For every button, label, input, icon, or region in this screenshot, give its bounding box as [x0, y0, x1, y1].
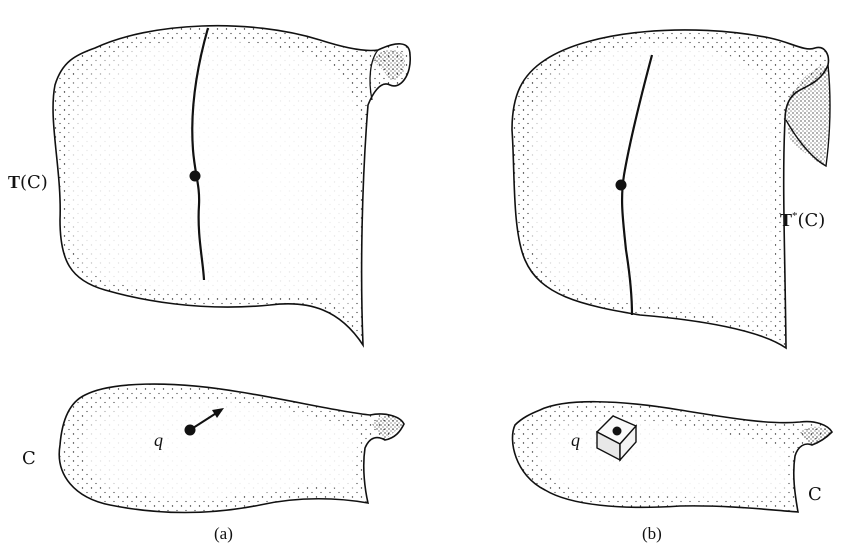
point-q-right: [613, 427, 622, 436]
tangent-bundle-sheet: [53, 26, 410, 345]
configuration-manifold-right: [513, 402, 832, 512]
fiber-point-right: [616, 180, 627, 191]
fiber-point-left: [190, 171, 201, 182]
caption-b: (b): [642, 524, 662, 544]
caption-a: (a): [214, 524, 233, 544]
label-point-q-left: q: [154, 430, 163, 451]
label-cotangent-bundle: T*(C): [780, 210, 825, 231]
label-config-left: C: [22, 448, 36, 469]
point-q-left: [185, 425, 196, 436]
label-tangent-bundle: T(C): [8, 172, 48, 193]
configuration-manifold-left: [59, 384, 404, 512]
cotangent-bundle-sheet: [512, 30, 830, 348]
label-config-right: C: [808, 484, 822, 505]
label-point-q-right: q: [571, 430, 580, 451]
